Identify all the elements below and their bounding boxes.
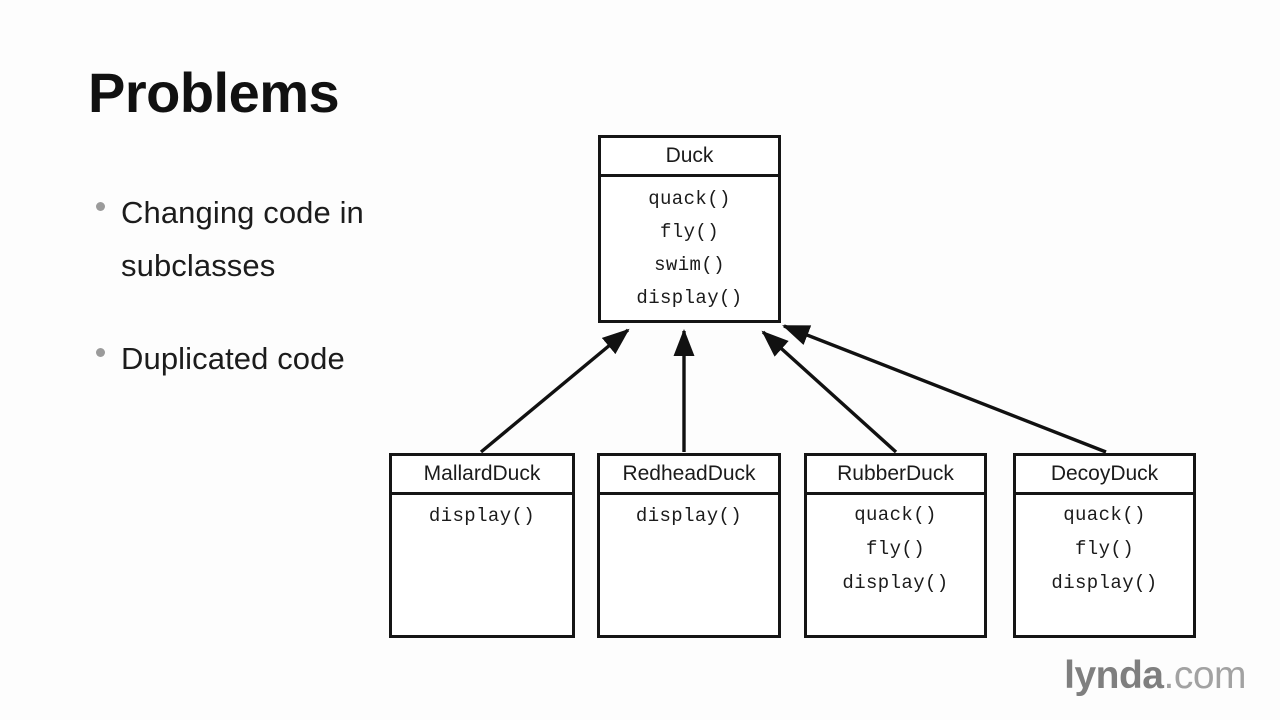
uml-method: display() xyxy=(635,505,743,527)
uml-method: quack() xyxy=(648,188,731,210)
logo-tld-text: .com xyxy=(1163,654,1246,697)
uml-method: display() xyxy=(1051,572,1158,594)
logo-brand-text: lynda xyxy=(1064,654,1164,697)
uml-class-decoyduck[interactable]: DecoyDuck quack() fly() display() xyxy=(1013,453,1196,638)
uml-method-list: display() xyxy=(392,495,572,541)
uml-class-name: DecoyDuck xyxy=(1016,456,1193,495)
uml-class-rubberduck[interactable]: RubberDuck quack() fly() display() xyxy=(804,453,987,638)
bullet-item-duplicated-code: Duplicated code xyxy=(96,332,486,385)
edge-rubberduck-to-duck xyxy=(761,330,898,454)
uml-class-duck[interactable]: Duck quack() fly() swim() display() xyxy=(598,135,781,323)
uml-method: quack() xyxy=(1063,504,1146,526)
uml-method: fly() xyxy=(1074,538,1134,560)
uml-method: fly() xyxy=(865,538,925,560)
edge-mallardduck-to-duck xyxy=(479,328,630,454)
uml-method: display() xyxy=(842,572,949,594)
uml-method-list: quack() fly() display() xyxy=(1016,495,1193,608)
bullet-dot-icon xyxy=(96,202,105,211)
page-title: Problems xyxy=(88,61,340,124)
uml-method: swim() xyxy=(654,254,725,276)
bullet-label: Changing code in subclasses xyxy=(121,195,364,284)
uml-method: display() xyxy=(636,287,743,309)
uml-class-name: RubberDuck xyxy=(807,456,984,495)
bullet-dot-icon xyxy=(96,348,105,357)
uml-class-redheadduck[interactable]: RedheadDuck display() xyxy=(597,453,781,638)
uml-class-name: MallardDuck xyxy=(392,456,572,495)
edge-decoyduck-to-duck xyxy=(782,324,1107,454)
uml-method: fly() xyxy=(659,221,719,243)
uml-method-list: quack() fly() swim() display() xyxy=(601,177,778,322)
uml-class-mallardduck[interactable]: MallardDuck display() xyxy=(389,453,575,638)
uml-class-name: Duck xyxy=(601,138,778,177)
bullet-item-changing-code: Changing code in subclasses xyxy=(96,186,486,293)
uml-method: quack() xyxy=(854,504,937,526)
uml-method-list: display() xyxy=(600,495,778,541)
uml-class-name: RedheadDuck xyxy=(600,456,778,495)
bullet-label: Duplicated code xyxy=(121,341,345,376)
uml-method-list: quack() fly() display() xyxy=(807,495,984,608)
lynda-logo: lynda.com xyxy=(1064,654,1246,698)
uml-method: display() xyxy=(428,505,536,527)
